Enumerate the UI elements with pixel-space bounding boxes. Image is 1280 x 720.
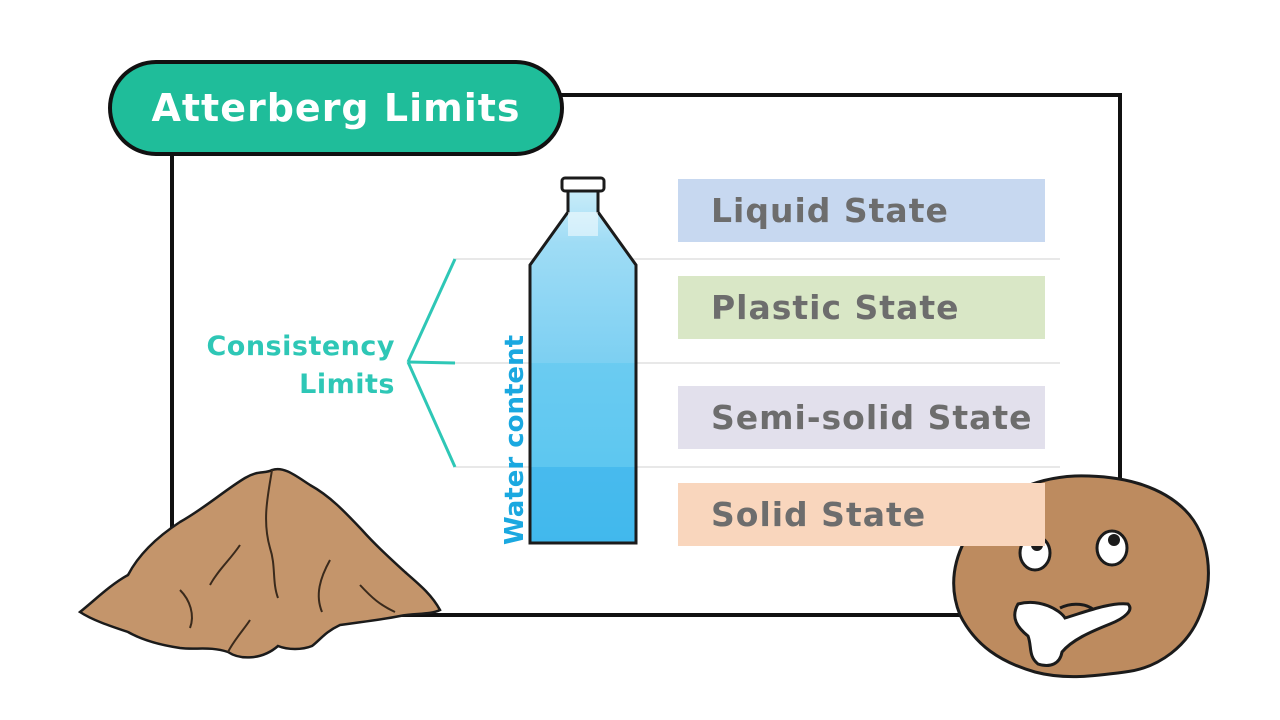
bottle-outline — [528, 265, 638, 545]
title-text: Atterberg Limits — [151, 86, 521, 130]
clod-hand — [1013, 601, 1132, 667]
title-pill: Atterberg Limits — [108, 60, 564, 156]
soil-pile-body — [77, 467, 442, 659]
consistency-bracket — [406, 258, 457, 468]
consistency-limits-line2: Limits — [299, 369, 395, 400]
bottle-band-bottom — [530, 467, 636, 543]
state-label-semi-solid: Semi-solid State — [711, 398, 1033, 437]
bottle-neck-highlight — [568, 212, 598, 236]
state-box-semi-solid: Semi-solid State — [678, 386, 1045, 449]
state-box-solid: Solid State — [678, 483, 1045, 546]
bracket-lower — [406, 361, 457, 468]
bottle-band-middle — [530, 363, 636, 467]
state-box-plastic: Plastic State — [678, 276, 1045, 339]
state-box-liquid: Liquid State — [678, 179, 1045, 242]
bottle-icon — [528, 176, 638, 545]
consistency-limits-line1: Consistency — [206, 331, 395, 362]
state-label-plastic: Plastic State — [711, 288, 960, 327]
bottle-cap — [560, 176, 606, 193]
bracket-upper — [406, 258, 457, 363]
bracket-middle — [407, 360, 456, 365]
soil-pile-cracks — [179, 469, 396, 653]
state-label-solid: Solid State — [711, 495, 927, 534]
soil-pile-icon — [77, 467, 442, 659]
state-label-liquid: Liquid State — [711, 191, 949, 230]
water-content-text: Water content — [500, 334, 530, 546]
